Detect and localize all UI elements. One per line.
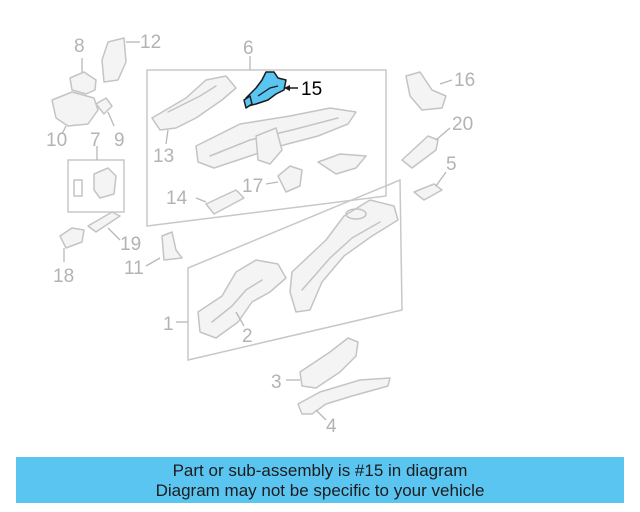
info-banner: Part or sub-assembly is #15 in diagram D… [16, 457, 624, 503]
part-4 [297, 377, 391, 421]
label-7[interactable]: 7 [90, 130, 101, 151]
banner-line-2: Diagram may not be specific to your vehi… [155, 481, 485, 500]
part-9 [95, 97, 115, 127]
label-13[interactable]: 13 [153, 146, 174, 167]
group-box-6 [146, 69, 387, 227]
part-14 [195, 189, 245, 215]
label-4[interactable]: 4 [326, 416, 337, 437]
part-19 [87, 211, 121, 241]
label-8[interactable]: 8 [74, 36, 85, 57]
part-15-highlighted[interactable] [243, 71, 298, 109]
part-13 [151, 75, 237, 145]
part-7-bracket [73, 146, 117, 199]
label-10[interactable]: 10 [46, 130, 67, 151]
label-1[interactable]: 1 [163, 314, 174, 335]
label-12[interactable]: 12 [140, 32, 161, 53]
label-2[interactable]: 2 [242, 326, 253, 347]
part-12 [101, 37, 140, 83]
part-8 [69, 58, 97, 95]
part-2 [197, 259, 287, 339]
part-crossmember [195, 107, 357, 169]
part-bracket-right [317, 153, 367, 175]
part-rail-right [289, 199, 399, 313]
label-16[interactable]: 16 [454, 70, 475, 91]
part-11 [145, 231, 183, 267]
part-10 [51, 91, 99, 135]
label-15[interactable]: 15 [301, 79, 322, 100]
banner-line-1: Part or sub-assembly is #15 in diagram [172, 461, 468, 480]
label-20[interactable]: 20 [452, 114, 473, 135]
part-18 [59, 227, 85, 262]
label-19[interactable]: 19 [120, 234, 141, 255]
part-20 [401, 127, 451, 169]
label-18[interactable]: 18 [53, 266, 74, 287]
part-3 [286, 337, 359, 389]
part-17 [265, 165, 303, 193]
part-5 [413, 171, 447, 201]
label-5[interactable]: 5 [446, 154, 457, 175]
label-17[interactable]: 17 [242, 176, 263, 197]
group-box-1 [187, 178, 403, 361]
label-9[interactable]: 9 [114, 130, 125, 151]
group-box-7 [67, 159, 125, 213]
parts-diagram: 8 12 6 15 16 10 7 9 13 20 5 14 17 19 11 … [46, 32, 475, 437]
part-16 [405, 71, 453, 111]
label-11[interactable]: 11 [124, 258, 144, 279]
label-6[interactable]: 6 [243, 38, 254, 59]
label-3[interactable]: 3 [271, 372, 282, 393]
label-14[interactable]: 14 [166, 188, 188, 209]
